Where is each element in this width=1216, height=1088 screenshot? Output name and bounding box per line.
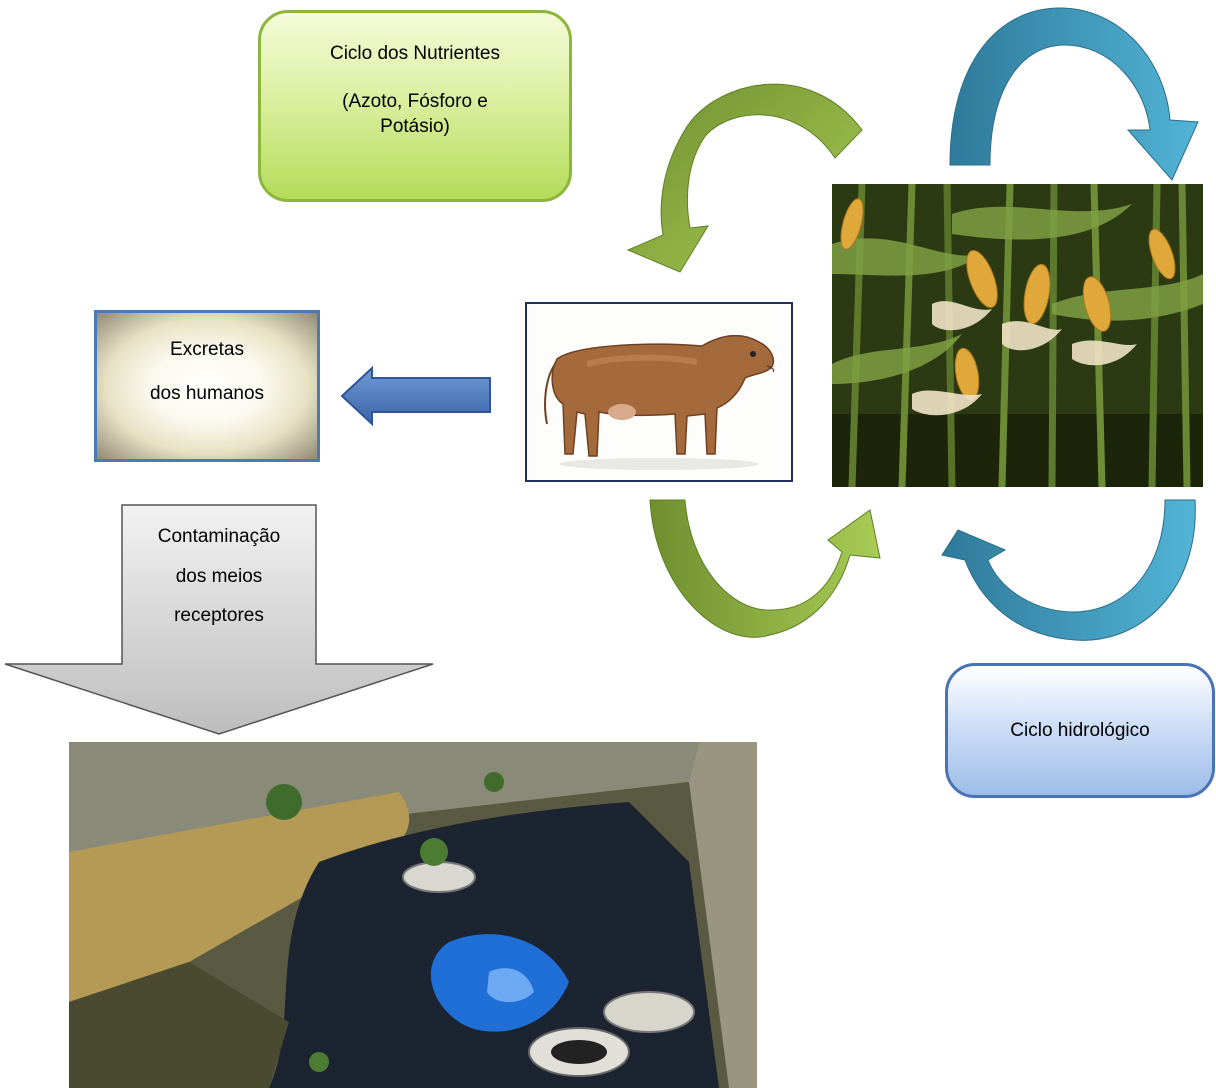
excretas-line2: dos humanos (149, 382, 265, 404)
cow-illustration (527, 304, 791, 480)
hydrological-cycle-box: Ciclo hidrológico (945, 663, 1215, 798)
corn-field-illustration (832, 184, 1203, 487)
contamination-line1: Contaminação (157, 526, 281, 547)
contamination-label: Contaminação dos meios receptores (122, 524, 316, 643)
nutrient-cycle-box: Ciclo dos Nutrientes (Azoto, Fósforo e P… (258, 10, 572, 202)
excretas-line1: Excretas (170, 339, 244, 360)
nutrient-cycle-subtitle-2: Potásio) (380, 116, 450, 138)
corn-field-image (832, 184, 1203, 487)
contamination-line2: dos meios (175, 565, 263, 587)
green-arrow-corn-to-cow (626, 83, 863, 273)
teal-arrow-top (949, 7, 1199, 181)
hydrological-cycle-label: Ciclo hidrológico (1010, 719, 1150, 741)
teal-arrow-bottom (941, 499, 1196, 641)
gray-down-arrow (4, 504, 434, 735)
polluted-canal-image (69, 742, 757, 1088)
contamination-line3: receptores (174, 605, 264, 627)
cow-image (525, 302, 793, 482)
blue-arrow-cow-to-excretas (340, 365, 491, 427)
polluted-canal-illustration (69, 742, 757, 1088)
green-arrow-cow-to-corn (649, 499, 881, 638)
excretas-box: Excretas dos humanos (94, 310, 320, 462)
nutrient-cycle-title: Ciclo dos Nutrientes (329, 43, 501, 64)
nutrient-cycle-subtitle-1: (Azoto, Fósforo e (342, 90, 488, 112)
